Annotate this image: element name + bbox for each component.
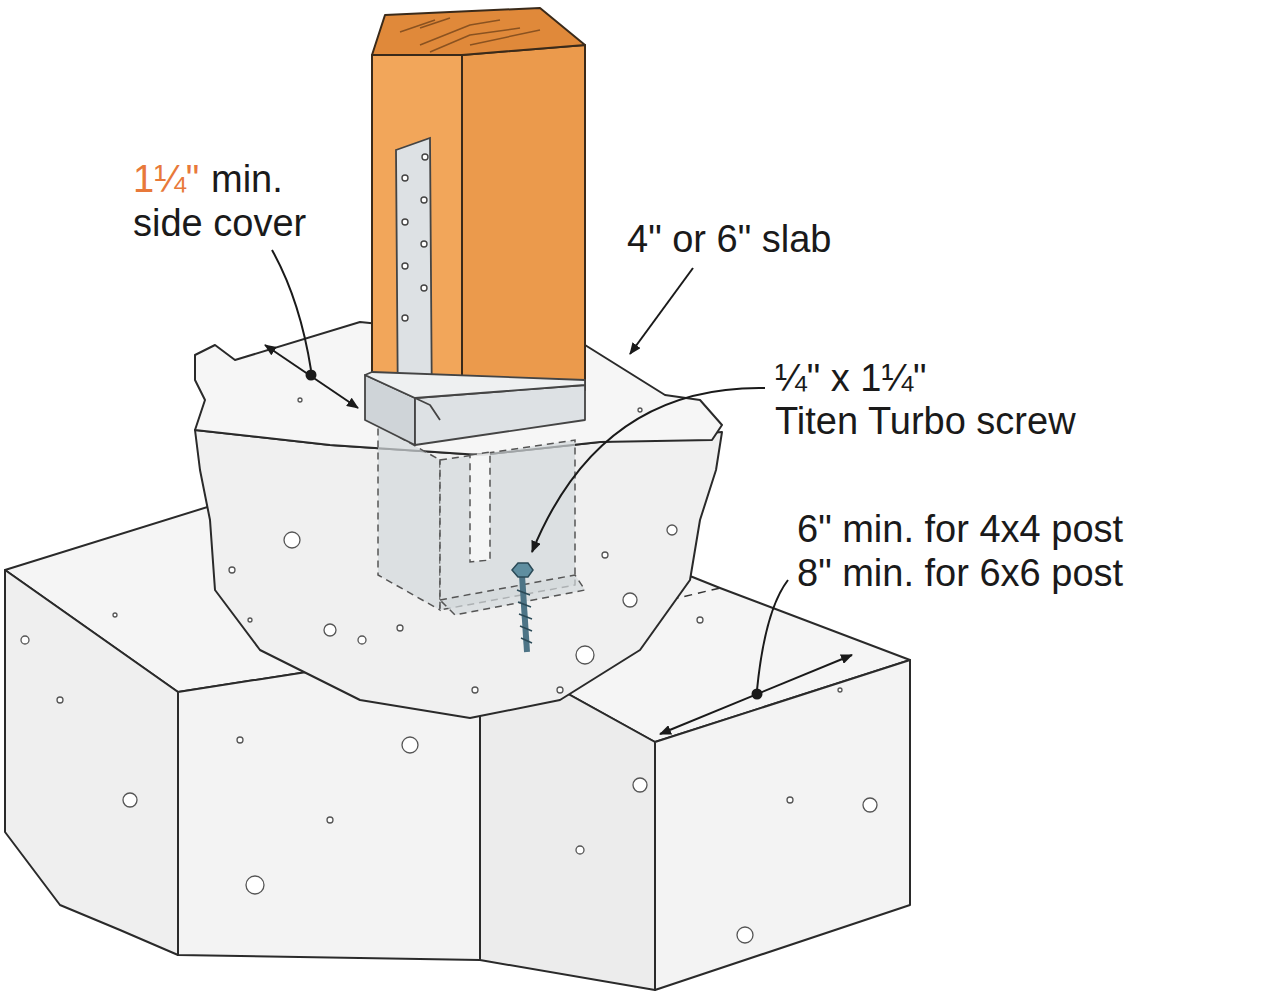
leader-dot xyxy=(306,370,763,700)
post-base-embedded xyxy=(378,425,585,615)
aggregate xyxy=(21,358,877,943)
titen-screw xyxy=(512,563,533,652)
part-label: 4" or 6" slab xyxy=(627,218,831,262)
part-size: ¼" x 1¼" xyxy=(775,357,927,401)
post-base-cup xyxy=(365,372,585,445)
dimension-note: 6" min. for 4x4 post 8" min. for 6x6 pos… xyxy=(797,508,1142,595)
dimension-value: 1¼" xyxy=(133,158,199,202)
dimension-note: min. side cover xyxy=(133,158,336,245)
part-label: Titen Turbo screw xyxy=(775,400,1076,444)
leader-lines xyxy=(265,250,852,734)
slab xyxy=(195,322,722,718)
